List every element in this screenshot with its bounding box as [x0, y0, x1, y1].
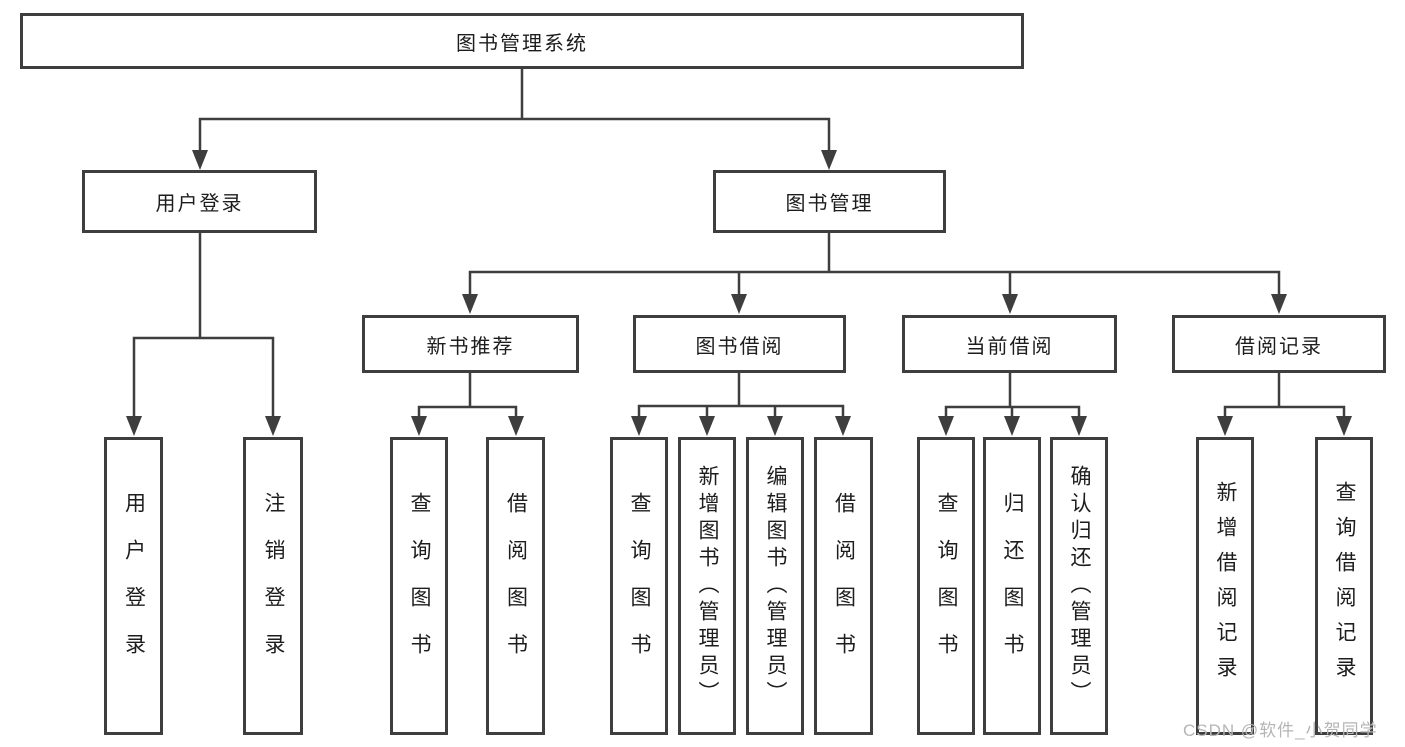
node-borrow-books: 借阅图书 [814, 437, 873, 735]
node-label: 确认归还（管理员） [1068, 464, 1091, 708]
csdn-watermark: CSDN @软件_小贺同学 [1183, 721, 1378, 740]
node-edit-book-admin: 编辑图书（管理员） [746, 437, 804, 735]
node-new-book-recommendation: 新书推荐 [362, 315, 579, 373]
node-add-book-admin: 新增图书（管理员） [678, 437, 736, 735]
node-query-books: 查询图书 [390, 437, 448, 735]
node-query-books: 查询图书 [610, 437, 668, 735]
node-label: 借阅图书 [504, 492, 528, 680]
node-label: 注销登录 [262, 492, 285, 680]
node-label: 查询图书 [935, 492, 958, 680]
node-user-login-action: 用户登录 [104, 437, 163, 735]
node-label: 图书借阅 [695, 335, 784, 358]
node-label: 归还图书 [1001, 492, 1024, 680]
node-label: 当前借阅 [965, 335, 1054, 358]
node-label: 查询借阅记录 [1333, 481, 1356, 691]
node-label: 编辑图书（管理员） [764, 464, 787, 708]
node-borrowing-records: 借阅记录 [1172, 315, 1386, 373]
node-book-management: 图书管理 [713, 170, 946, 233]
node-return-books: 归还图书 [983, 437, 1041, 735]
node-library-management-system: 图书管理系统 [20, 13, 1024, 69]
node-label: 借阅记录 [1235, 335, 1323, 358]
node-query-borrow-record: 查询借阅记录 [1315, 437, 1373, 735]
node-book-borrowing: 图书借阅 [633, 315, 846, 373]
node-label: 新增借阅记录 [1214, 481, 1237, 691]
node-label: 用户登录 [122, 492, 146, 680]
node-label: 新书推荐 [426, 335, 515, 358]
node-add-borrow-record: 新增借阅记录 [1196, 437, 1254, 735]
node-label: 新增图书（管理员） [696, 464, 719, 708]
node-confirm-return-admin: 确认归还（管理员） [1050, 437, 1108, 735]
node-label: 借阅图书 [832, 492, 856, 680]
node-query-books: 查询图书 [917, 437, 975, 735]
connector-paths [132, 67, 1346, 421]
node-label: 图书管理 [785, 193, 874, 215]
node-label: 查询图书 [628, 492, 651, 680]
node-borrow-books: 借阅图书 [486, 437, 545, 735]
arrowheads [126, 150, 1352, 436]
node-label: 用户登录 [155, 193, 244, 215]
node-logout-action: 注销登录 [243, 437, 303, 735]
node-label: 图书管理系统 [456, 32, 588, 55]
node-label: 查询图书 [408, 492, 431, 680]
node-current-borrowing: 当前借阅 [902, 315, 1117, 373]
node-user-login: 用户登录 [82, 170, 317, 233]
